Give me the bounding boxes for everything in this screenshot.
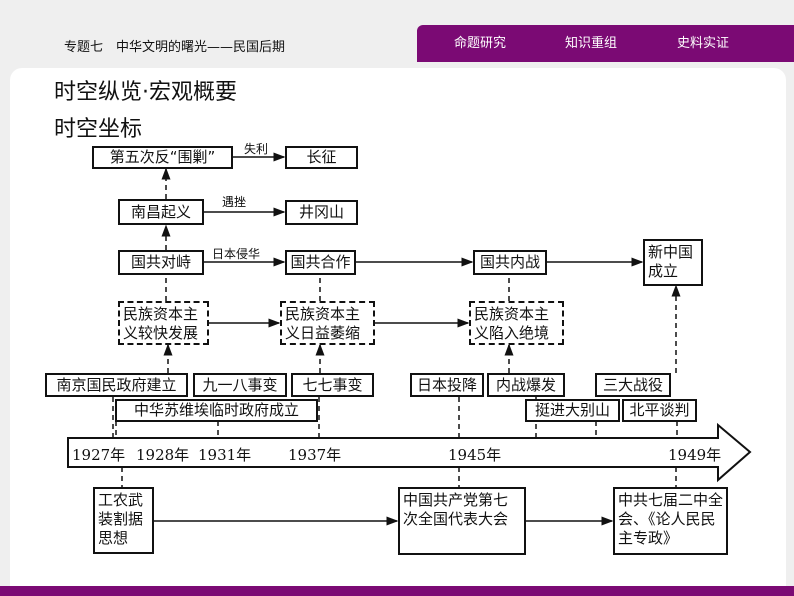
- box-july7: 七七事变: [291, 373, 374, 397]
- box-seventh-congress: 中国共产党第七次全国代表大会: [398, 487, 526, 555]
- box-jinggangshan: 井冈山: [285, 200, 358, 225]
- year-1949: 1949年: [668, 446, 722, 464]
- year-1928: 1928年: [136, 446, 190, 464]
- year-1927: 1927年: [72, 446, 126, 464]
- box-sept18: 九一八事变: [193, 373, 287, 397]
- box-war-outbreak: 内战爆发: [487, 373, 565, 397]
- header-title: 专题七 中华文明的曙光——民国后期: [64, 40, 286, 55]
- label-invasion: 日本侵华: [212, 247, 261, 261]
- box-long-march: 长征: [285, 146, 358, 169]
- timeline-arrow: [67, 422, 752, 483]
- box-nanchang: 南昌起义: [118, 199, 204, 225]
- box-civil-war: 国共内战: [473, 250, 547, 275]
- box-armed-separation: 工农武装割据思想: [93, 487, 154, 554]
- box-beiping: 北平谈判: [622, 399, 697, 422]
- tab-research[interactable]: 命题研究: [454, 36, 507, 51]
- box-nanjing-gov: 南京国民政府建立: [45, 373, 188, 397]
- box-capitalism-growth: 民族资本主义较快发展: [118, 301, 209, 345]
- header-tabs: 命题研究 知识重组 史料实证: [417, 25, 794, 62]
- year-1937: 1937年: [288, 446, 342, 464]
- section-heading: 时空纵览·宏观概要: [54, 80, 237, 105]
- footer-bar: [0, 586, 794, 596]
- box-three-campaigns: 三大战役: [595, 373, 671, 397]
- box-confrontation: 国共对峙: [118, 250, 204, 275]
- year-1945: 1945年: [448, 446, 502, 464]
- box-new-china: 新中国成立: [643, 239, 703, 286]
- label-failure: 失利: [244, 142, 269, 156]
- box-dabieshan: 挺进大别山: [525, 399, 620, 422]
- section-subheading: 时空坐标: [54, 117, 143, 142]
- box-capitalism-decline: 民族资本主义日益萎缩: [280, 301, 375, 345]
- tab-sources[interactable]: 史料实证: [677, 36, 730, 51]
- label-setback: 遇挫: [222, 195, 247, 209]
- box-soviet-gov: 中华苏维埃临时政府成立: [115, 399, 318, 422]
- box-second-plenum: 中共七届二中全会、《论人民民主专政》: [613, 487, 728, 555]
- box-surrender: 日本投降: [410, 373, 484, 397]
- box-fifth-campaign: 第五次反“围剿”: [92, 146, 233, 169]
- box-capitalism-crisis: 民族资本主义陷入绝境: [469, 301, 564, 345]
- tab-knowledge[interactable]: 知识重组: [565, 36, 618, 51]
- year-1931: 1931年: [198, 446, 252, 464]
- box-cooperation: 国共合作: [285, 250, 356, 275]
